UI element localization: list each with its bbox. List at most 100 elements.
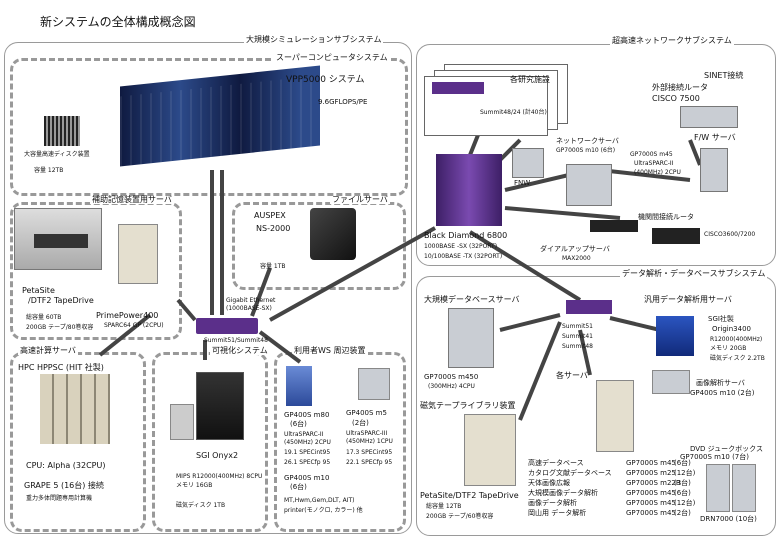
petasite-name: PetaSite <box>22 286 55 295</box>
aux-capacity-2: 200GB テープ/80巻収容 <box>26 324 94 331</box>
labs-switch-image <box>432 82 484 94</box>
disk-label: 大容量高速ディスク装置 <box>24 151 90 158</box>
data-switch-2: Summit41 <box>562 333 593 340</box>
large-sim-subsystem-title: 大規模シミュレーションサブシステム <box>244 35 384 44</box>
auspex-image <box>310 208 356 260</box>
ws-b-spec2: 22.1 SPECfp 95 <box>346 459 393 466</box>
list-item-count: (12台) <box>674 499 696 507</box>
ana-spec1: R12000(400MHz) <box>710 336 763 343</box>
data-subsystem-frame <box>416 276 776 536</box>
network-subsystem-title: 超高速ネットワークサブシステム <box>610 36 734 45</box>
list-item-model: GP7000S m45 <box>626 499 676 507</box>
hpc-box <box>10 352 146 532</box>
onyx2-monitor <box>170 404 194 440</box>
labs-name: 各研究施設 <box>510 75 550 84</box>
switch-gbe: Gigabit Ethernet <box>226 297 276 304</box>
hpc-rack-image <box>40 374 110 444</box>
ws-c-count: (6台) <box>290 483 307 491</box>
ws-b-clk: (450MHz) 1CPU <box>346 438 393 445</box>
hpc-name: HPC HPPSC (HIT 社製) <box>18 363 104 372</box>
ana-model: Origin3400 <box>712 325 751 333</box>
gp400s-m5-image <box>358 368 390 400</box>
data-subsystem-title: データ解析・データベースサブシステム <box>620 269 768 278</box>
list-item-label: 天体画像広報 <box>528 479 570 487</box>
data-switch-image <box>566 300 612 314</box>
hpc-grape: GRAPE 5 (16台) 接続 <box>24 481 104 490</box>
primepower-spec: SPARC64 GP (2CPU) <box>104 322 164 329</box>
hpc-title: 高速計算サーバ <box>18 346 78 355</box>
servers-title: 各サーバ <box>556 371 588 380</box>
origin-image <box>656 316 694 356</box>
onyx2-name: SGI Onyx2 <box>196 451 239 460</box>
vpp5000-name: VPP5000 システム <box>286 75 365 85</box>
img-name: GP400S m10 (2台) <box>690 389 755 397</box>
auspex-name: AUSPEX <box>254 211 286 220</box>
periph-2: printer(モノクロ, カラー) 他 <box>284 507 363 514</box>
list-item-model: GP7000S m45 <box>626 509 676 517</box>
ws-a-name: GP400S m80 <box>284 411 330 419</box>
ns2-clk: (400MHz) 2CPU <box>634 169 681 176</box>
dialup-image <box>590 220 638 232</box>
hpc-grape-note: 重力多体問題専用計算機 <box>26 495 93 502</box>
db-name: GP7000S m450 <box>424 373 479 381</box>
summit-switch-image <box>196 318 258 334</box>
db-server-image <box>448 308 494 368</box>
ana-title: 汎用データ解析用サーバ <box>644 295 732 304</box>
ext-router-label: 外部接続ルータ <box>652 83 708 92</box>
data-switch-1: Summit51 <box>562 323 593 330</box>
summit-count: Summit48/24 (計40台) <box>480 109 547 116</box>
file-server-title: ファイルサーバ <box>330 195 390 204</box>
dialup-label: ダイアルアップサーバ <box>540 245 610 253</box>
ws-b-spec1: 17.3 SPECint95 <box>346 449 393 456</box>
switch-model: Summit51/Summit48 <box>204 337 268 344</box>
page-title: 新システムの全体構成概念図 <box>40 15 196 29</box>
data-switch-3: Summit48 <box>562 343 593 350</box>
lib-cap2: 200GB テープ/60巻収容 <box>426 513 494 520</box>
lib-title: 磁気テープライブラリ装置 <box>420 401 516 410</box>
vis-title: 可視化システム <box>210 346 270 355</box>
cisco7500-label: CISCO 7500 <box>652 94 700 103</box>
list-item-count: (3台) <box>674 479 691 487</box>
list-item-count: (12台) <box>674 469 696 477</box>
gp400s-m80-image <box>286 366 312 406</box>
list-item-model: GP7000S m25 <box>626 469 676 477</box>
ana-spec3: 磁気ディスク 2.2TB <box>710 355 765 362</box>
bd-name: Black Diamond 6800 <box>424 231 508 240</box>
onyx2-spec: MIPS R12000(400MHz) 8CPU <box>176 473 263 480</box>
ns2-model: GP7000S m45 <box>630 151 673 158</box>
ns2000-name: NS-2000 <box>256 224 291 233</box>
ns2-cpu: UltraSPARC-II <box>634 160 674 167</box>
netserver-model: GP7000S m10 (6台) <box>556 147 616 154</box>
onyx2-disk: 磁気ディスク 1TB <box>176 502 226 509</box>
max-label: MAX2000 <box>562 255 591 262</box>
sinet-label: SINET接続 <box>704 71 744 80</box>
inst-router-label: 機関間接続ルータ <box>638 213 694 221</box>
fw-label: F/W サーバ <box>694 133 736 142</box>
ws-b-count: (2台) <box>352 419 369 427</box>
fnw-image <box>512 148 544 178</box>
dtf2-name: /DTF2 TapeDrive <box>28 296 94 305</box>
list-item-count: (6台) <box>674 489 691 497</box>
ws-a-count: (6台) <box>290 420 307 428</box>
list-item-label: 大規模画像データ解析 <box>528 489 598 497</box>
ws-a-spec2: 26.1 SPECfp 95 <box>284 459 331 466</box>
fnw-label: FNW <box>514 179 531 187</box>
primepower-name: PrimePower400 <box>96 311 159 320</box>
dvd-image-2 <box>732 464 756 512</box>
aux-storage-title: 補助記憶装置用サーバ <box>90 195 174 204</box>
list-item-model: GP7000S m45 <box>626 489 676 497</box>
list-item-count: (6台) <box>674 459 691 467</box>
inst-router-image <box>652 228 700 244</box>
netserver-image <box>566 164 612 206</box>
user-ws-title: 利用者WS 周辺装置 <box>292 346 368 355</box>
dvd-image-1 <box>706 464 730 512</box>
img-title: 画像解析サーバ <box>696 379 745 387</box>
vpp5000-perf: 9.6GFLOPS/PE <box>318 98 368 106</box>
periph-1: MT,Hwm,Gem,DLT, AIT) <box>284 497 355 504</box>
netserver-title: ネットワークサーバ <box>556 137 619 145</box>
ws-b-name: GP400S m5 <box>346 409 387 417</box>
disk-capacity: 容量 12TB <box>34 167 64 174</box>
ana-name: SGI社製 <box>708 315 734 323</box>
list-item-model: GP7000S m45 <box>626 459 676 467</box>
fw-server-image <box>700 148 728 192</box>
